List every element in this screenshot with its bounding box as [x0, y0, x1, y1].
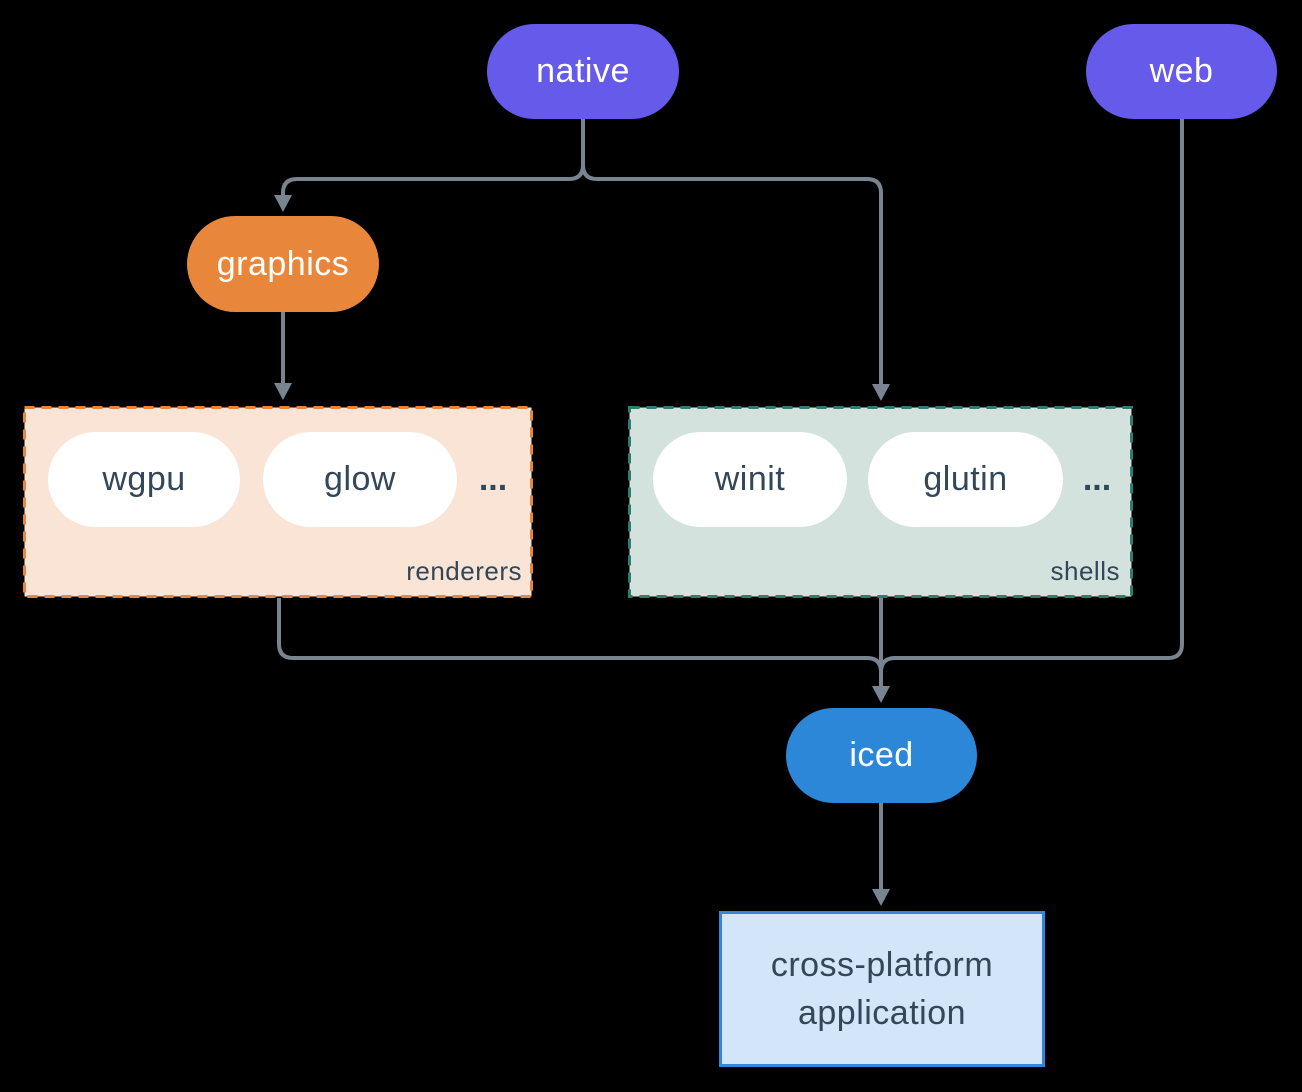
arrowheads [274, 195, 890, 906]
arrowhead-into-shells [872, 384, 890, 401]
application-label-line1: cross-platform [770, 946, 994, 984]
edge-renderers-to-junction [277, 598, 883, 673]
arrowhead-into-graphics [274, 195, 292, 212]
node-glow: glow [263, 432, 457, 527]
node-cross-platform-application: cross-platform application [719, 911, 1045, 1067]
renderers-group-label: renderers [406, 556, 522, 586]
node-wgpu: wgpu [48, 432, 240, 527]
arrowhead-into-renderers [274, 383, 292, 400]
edge-native-to-graphics [281, 119, 585, 196]
node-web: web [1086, 24, 1277, 119]
renderers-ellipsis: ... [478, 460, 508, 498]
node-native: native [487, 24, 679, 119]
node-winit: winit [653, 432, 847, 527]
edge-native-to-shells [581, 119, 883, 385]
arrowhead-into-iced [872, 686, 890, 703]
node-graphics: graphics [187, 216, 379, 312]
shells-group-label: shells [1050, 556, 1120, 586]
node-glutin: glutin [868, 432, 1063, 527]
shells-ellipsis: ... [1082, 460, 1112, 498]
arrowhead-into-application [872, 889, 890, 906]
application-label-line2: application [797, 994, 967, 1032]
edge-group [277, 119, 1184, 890]
node-iced: iced [786, 708, 977, 803]
